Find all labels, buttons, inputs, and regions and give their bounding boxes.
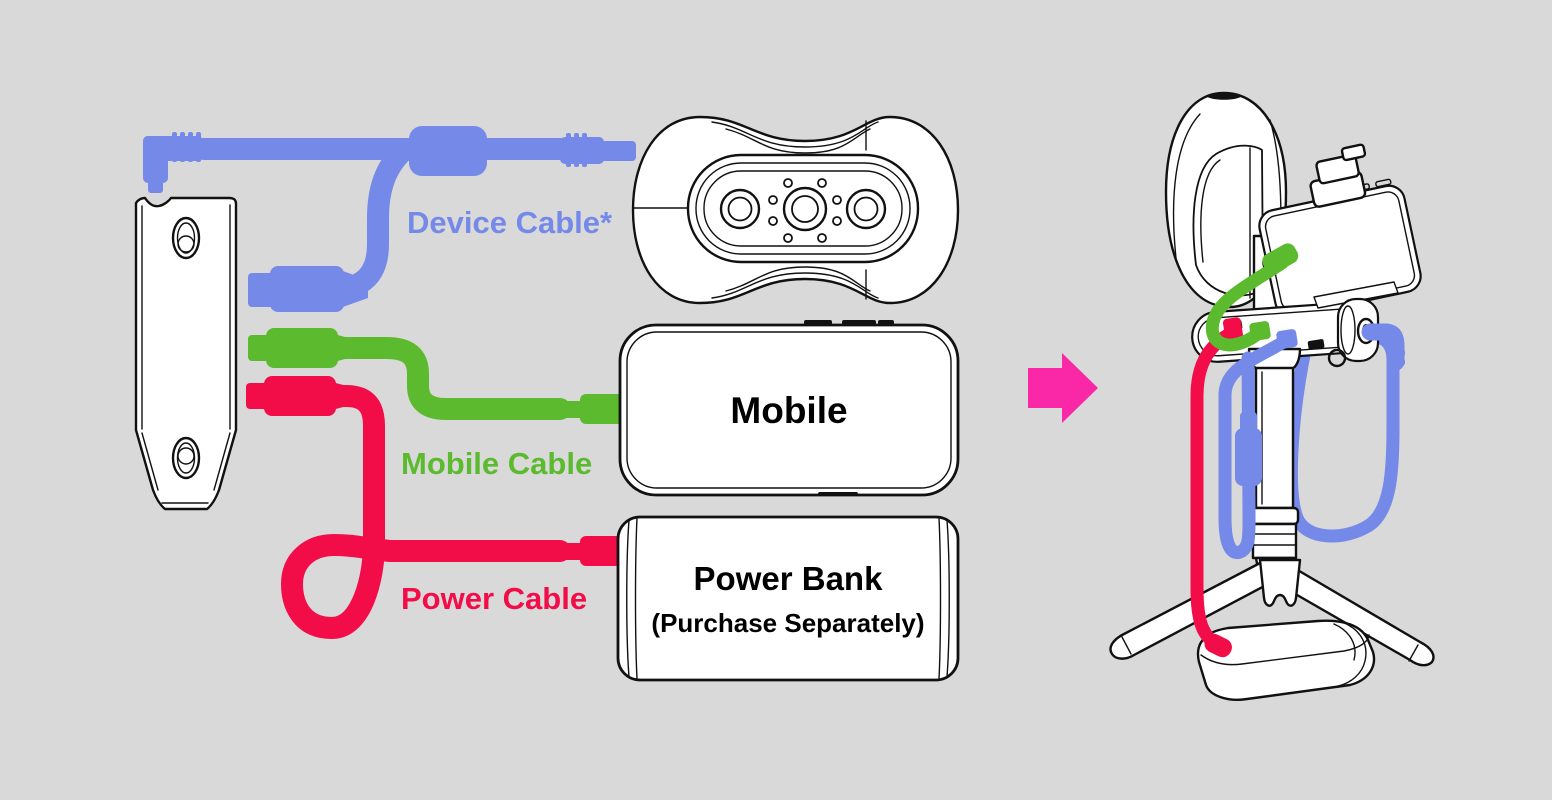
mobile-cable-run	[319, 337, 571, 420]
assembled-bar-hook	[1327, 348, 1347, 368]
camera-led-ring	[768, 178, 842, 243]
device-cable	[143, 126, 636, 312]
camera-device	[631, 115, 960, 305]
camera-right-lens	[845, 188, 887, 230]
device-cable-camera-plug	[560, 137, 604, 164]
power-cable	[246, 376, 624, 639]
assembled-device-cable-left-loop	[1218, 329, 1298, 559]
power-bank-outline	[616, 515, 960, 682]
camera-center-lens	[782, 186, 828, 232]
power-cable-run	[281, 385, 571, 639]
bracket-plate	[134, 196, 238, 511]
mobile-device: Mobile	[618, 320, 960, 497]
assembled-tripod-leg-right	[1276, 560, 1435, 667]
power-bank-device: Power Bank (Purchase Separately)	[616, 515, 960, 682]
assembled-device-cable-angle-connector	[1361, 323, 1405, 371]
bracket-screw-hole-top	[171, 216, 201, 260]
assembled-power-bank-outline	[1196, 619, 1376, 701]
power-bank-title: Power Bank	[694, 560, 884, 597]
device-cable-label: Device Cable*	[407, 205, 613, 240]
device-cable-ferrite	[409, 126, 487, 176]
assembled-device-cable-ferrite	[1235, 428, 1262, 486]
power-cable-bracket-plug	[264, 376, 336, 416]
assembled-power-bank	[1196, 619, 1376, 701]
mobile-label: Mobile	[730, 390, 847, 431]
transform-arrow-icon	[1028, 353, 1098, 423]
device-cable-branch	[325, 139, 415, 301]
power-cable-bank-plug	[556, 543, 584, 560]
power-cable-label: Power Cable	[401, 581, 587, 616]
mobile-cable-phone-plug	[556, 401, 584, 418]
mobile-cable-label: Mobile Cable	[401, 446, 592, 481]
bracket-screw-hole-bottom	[171, 436, 201, 480]
mobile-outline	[618, 323, 960, 497]
assembled-power-cable	[1190, 317, 1244, 658]
mobile-cable-bracket-plug	[266, 328, 338, 368]
camera-lens-panel	[686, 153, 920, 264]
assembled-tripod-leg-center	[1258, 558, 1302, 607]
assembled-phone-clamp	[1309, 143, 1367, 208]
camera-left-lens	[719, 188, 761, 230]
camera-body-outline	[631, 115, 960, 305]
assembled-camera-top-lens	[1206, 92, 1242, 100]
mobile-cable	[248, 328, 624, 424]
assembled-bar-shoe	[1313, 281, 1399, 309]
assembled-tripod-leg-left	[1109, 560, 1274, 660]
device-cable-bracket-plug	[270, 266, 344, 312]
bracket-outline	[134, 196, 238, 511]
power-bank-note: (Purchase Separately)	[651, 608, 924, 638]
assembled-setup	[1109, 91, 1435, 701]
assembled-mobile-cable	[1205, 243, 1299, 352]
